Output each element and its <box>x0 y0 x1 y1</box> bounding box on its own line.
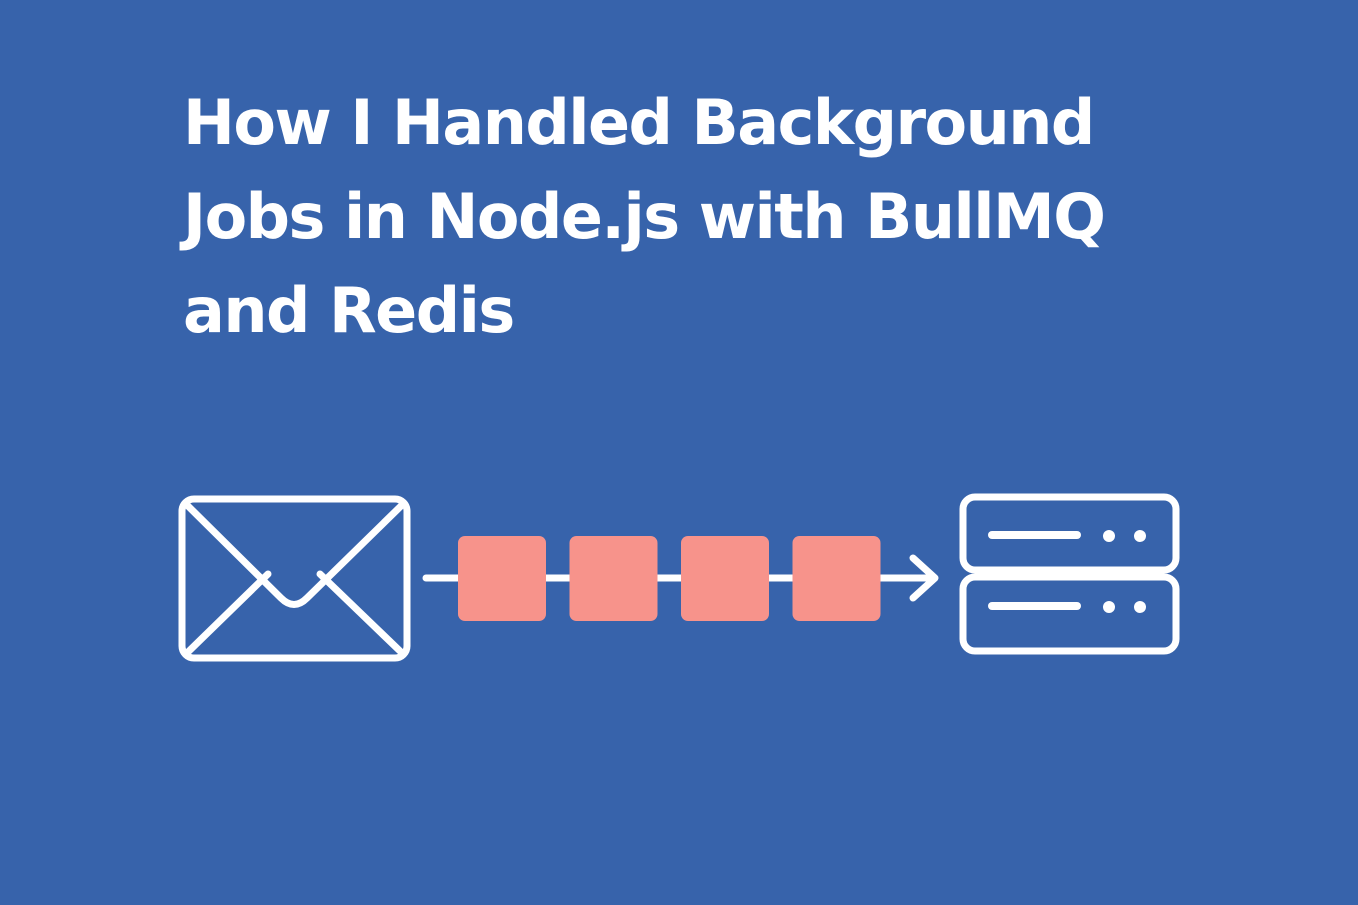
queue-job-1 <box>458 536 546 621</box>
page-title: How I Handled Background Jobs in Node.js… <box>183 76 1183 358</box>
title-line-1: How I Handled Background <box>183 86 1095 159</box>
envelope-icon <box>178 495 411 662</box>
arrow-right-icon <box>909 554 939 602</box>
queue-job-3 <box>681 536 769 621</box>
server-icon <box>959 493 1180 655</box>
queue-job-2 <box>569 536 658 621</box>
queue-job-4 <box>792 536 881 621</box>
queue-jobs <box>458 536 881 621</box>
title-line-2: Jobs in Node.js with BullMQ <box>183 180 1106 253</box>
title-line-3: and Redis <box>183 274 515 347</box>
